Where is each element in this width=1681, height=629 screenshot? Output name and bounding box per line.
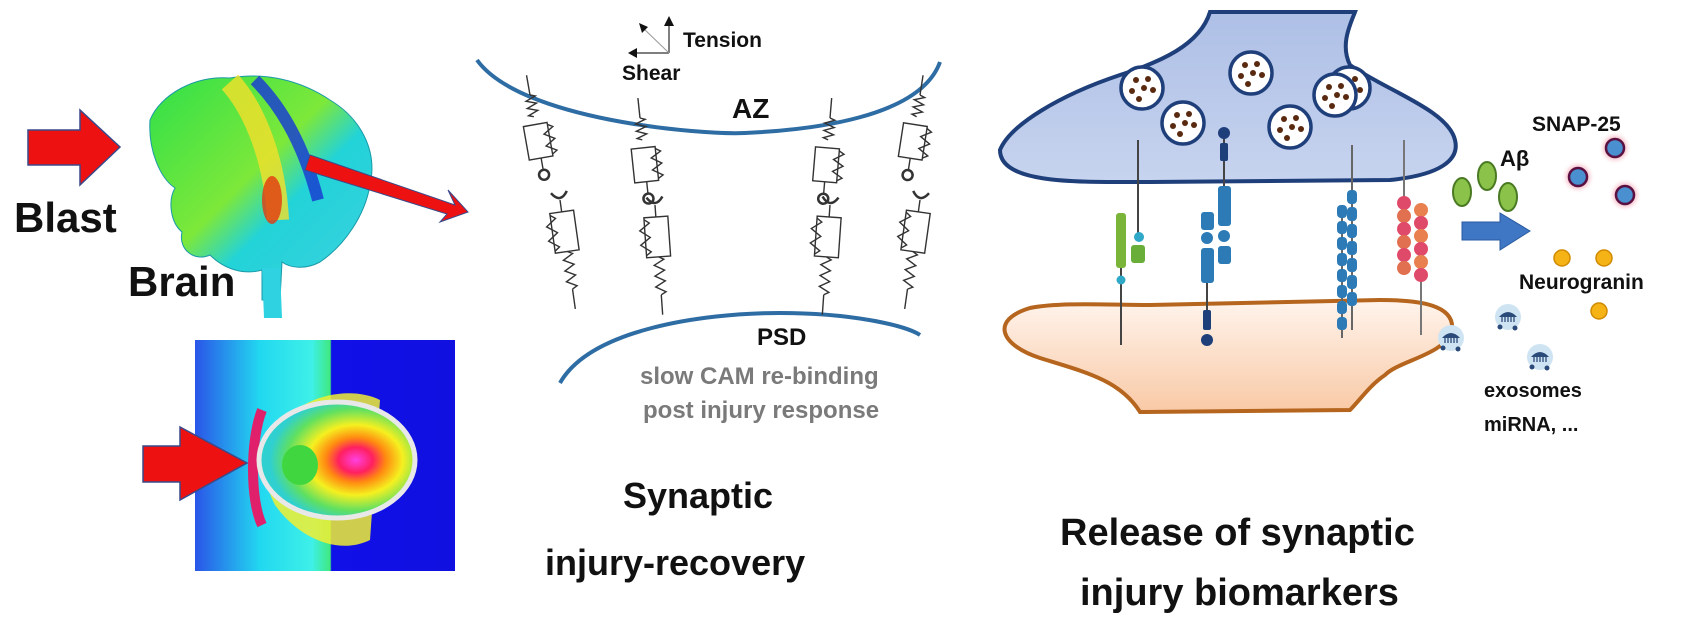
cam-spring-models bbox=[522, 75, 933, 315]
zoom-pointer-arrow-icon bbox=[304, 154, 469, 224]
cam-presynaptic-spring bbox=[811, 98, 846, 205]
cam-presynaptic-spring bbox=[522, 75, 559, 182]
snap25-particles bbox=[1561, 131, 1642, 212]
snap25-label: SNAP-25 bbox=[1532, 113, 1621, 136]
exosome bbox=[1527, 344, 1553, 371]
protein-domain bbox=[1397, 209, 1411, 223]
protein-domain bbox=[1337, 253, 1347, 266]
protein-domain bbox=[1414, 216, 1428, 230]
right-title-line1: Release of synaptic bbox=[1060, 512, 1415, 554]
middle-title-line2: injury-recovery bbox=[545, 542, 805, 583]
protein-domain bbox=[1414, 255, 1428, 269]
middle-title-line1: Synaptic bbox=[623, 475, 773, 516]
psd-label: PSD bbox=[757, 324, 806, 351]
neurogranin-particles bbox=[1553, 249, 1613, 320]
post-injury-note: post injury response bbox=[643, 397, 879, 424]
protein-domain bbox=[1347, 275, 1357, 289]
amyloid-beta-particles bbox=[1452, 161, 1518, 212]
protein-domain bbox=[1414, 242, 1428, 256]
postsynaptic-density-membrane bbox=[558, 310, 922, 384]
shear-label: Shear bbox=[622, 62, 680, 85]
synaptic-adhesion-proteins bbox=[1116, 127, 1428, 346]
release-arrow-icon bbox=[1461, 212, 1531, 251]
slice-blast-arrow-icon bbox=[142, 425, 249, 502]
snap25-particle bbox=[1598, 131, 1632, 165]
protein-domain bbox=[1414, 229, 1428, 243]
exosome bbox=[1438, 325, 1464, 352]
protein-domain bbox=[1347, 241, 1357, 255]
blast-label: Blast bbox=[14, 194, 117, 241]
protein-domain bbox=[1337, 285, 1347, 298]
blast-arrow-icon bbox=[27, 108, 122, 187]
protein-domain bbox=[1347, 224, 1357, 238]
protein-domain bbox=[1397, 196, 1411, 210]
protein-domain bbox=[1397, 222, 1411, 236]
vesicle bbox=[1119, 65, 1165, 111]
protein-domain bbox=[1337, 317, 1347, 330]
vesicle bbox=[1267, 104, 1313, 150]
left-panel: Blast Brain bbox=[14, 74, 469, 571]
cam-postsynaptic-spring bbox=[809, 195, 842, 315]
protein-domain bbox=[1347, 292, 1357, 306]
middle-panel: Tension Shear AZ PSD slow CAM re-binding… bbox=[475, 16, 942, 583]
protein-domain bbox=[1397, 261, 1411, 275]
protein-domain bbox=[1347, 190, 1357, 204]
exosomes-label: exosomes bbox=[1484, 380, 1582, 402]
az-label: AZ bbox=[732, 93, 769, 124]
snap25-particle bbox=[1561, 160, 1595, 194]
protein-domain bbox=[1347, 207, 1357, 221]
exosome-icons bbox=[1438, 304, 1553, 371]
protein-domain bbox=[1337, 221, 1347, 234]
cam-presynaptic-spring bbox=[897, 75, 933, 182]
cam-postsynaptic-spring bbox=[545, 190, 580, 310]
tension-label: Tension bbox=[683, 29, 762, 52]
protein-domain bbox=[1337, 205, 1347, 218]
vesicle bbox=[1312, 72, 1358, 118]
brain-slice-simulation-image bbox=[195, 340, 455, 571]
right-title-line2: injury biomarkers bbox=[1080, 572, 1399, 614]
cam-presynaptic-spring bbox=[630, 98, 665, 205]
protein-domain bbox=[1347, 258, 1357, 272]
brain-model-image bbox=[149, 74, 373, 318]
protein-domain bbox=[1397, 235, 1411, 249]
protein-domain bbox=[1414, 203, 1428, 217]
abeta-label: Aβ bbox=[1500, 146, 1529, 171]
cam-postsynaptic-spring bbox=[638, 195, 672, 315]
force-axes-icon bbox=[628, 16, 674, 58]
snap25-particle bbox=[1608, 178, 1642, 212]
protein-domain bbox=[1337, 301, 1347, 314]
mirna-label: miRNA, ... bbox=[1484, 414, 1578, 436]
synaptic-vesicles bbox=[1119, 50, 1372, 150]
active-zone-membrane bbox=[475, 58, 942, 136]
brain-label: Brain bbox=[128, 258, 235, 305]
protein-domain bbox=[1337, 269, 1347, 282]
exosome bbox=[1495, 304, 1521, 331]
protein-domain bbox=[1414, 268, 1428, 282]
vesicle bbox=[1228, 50, 1274, 96]
postsynaptic-terminal bbox=[1002, 297, 1455, 415]
protein-domain bbox=[1337, 237, 1347, 250]
right-panel: Aβ SNAP-25 Neurogranin exosomes miRNA, .… bbox=[997, 10, 1644, 614]
cam-rebinding-note: slow CAM re-binding bbox=[640, 363, 879, 390]
neurogranin-label: Neurogranin bbox=[1519, 271, 1644, 294]
vesicle bbox=[1160, 100, 1206, 146]
protein-domain bbox=[1397, 248, 1411, 262]
cam-postsynaptic-spring bbox=[896, 190, 932, 310]
